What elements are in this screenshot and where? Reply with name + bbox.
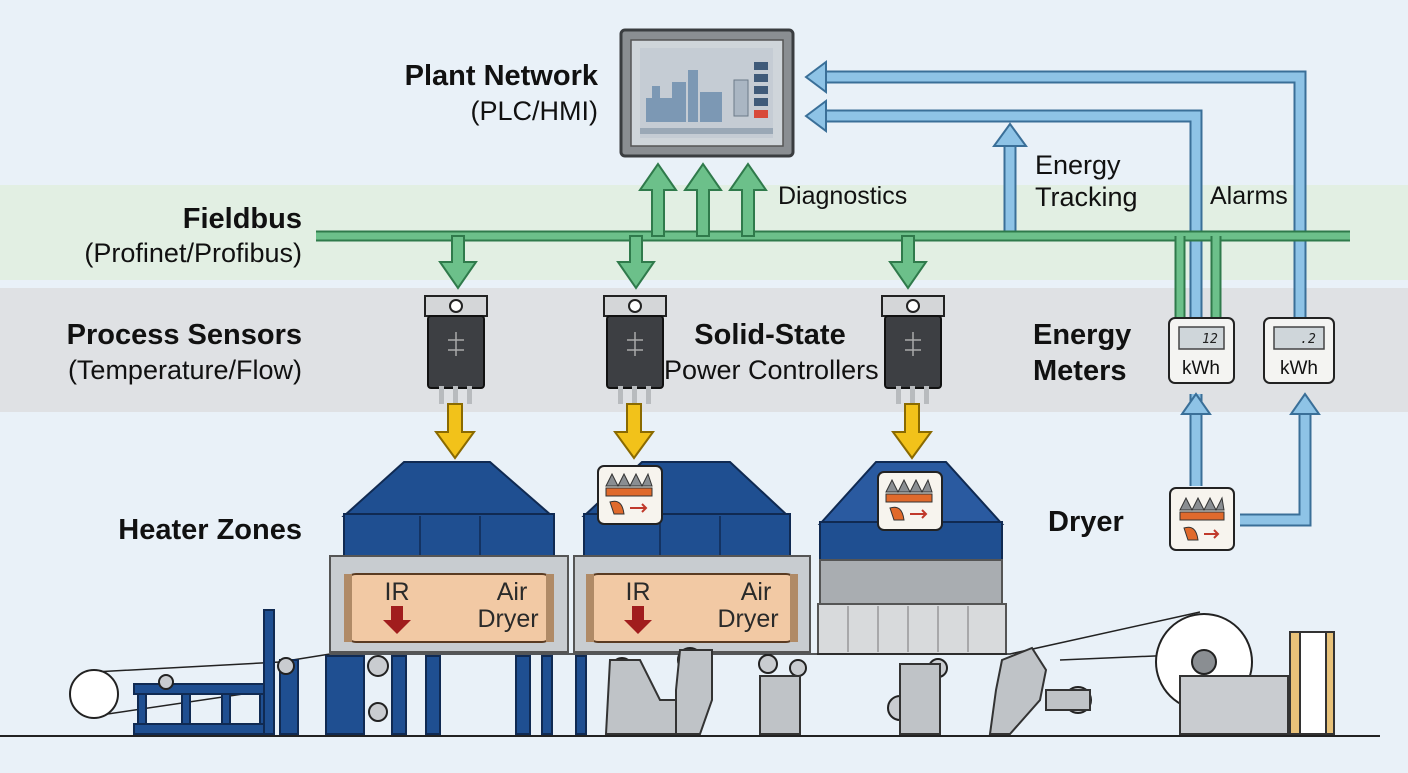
ssr-sub: Power Controllers <box>664 355 879 385</box>
energy-meters-title-line2: Meters <box>1033 355 1127 387</box>
process-sensors-title: Process Sensors <box>66 319 302 351</box>
energy-tracking-label-line1: Energy <box>1035 150 1121 180</box>
support-machinery <box>604 646 1091 735</box>
network-arrowheads <box>804 60 1321 415</box>
zone1-dryer-label: Dryer <box>477 605 538 633</box>
fieldbus-up-arrows <box>638 162 768 237</box>
fieldbus-down-arrows <box>438 235 928 290</box>
plant-network-title: Plant Network <box>404 60 598 92</box>
fieldbus-line <box>316 230 1350 318</box>
diagnostics-label: Diagnostics <box>778 182 908 210</box>
zone2-ir-label: IR <box>626 578 651 606</box>
heater-zone-2 <box>573 461 811 653</box>
heater-zone-3 <box>817 461 1007 655</box>
energy-meters-title-line1: Energy <box>1033 319 1132 351</box>
heater-zone-1 <box>329 461 569 653</box>
plant-network-sub: (PLC/HMI) <box>470 96 599 126</box>
unwind-roll <box>69 669 119 719</box>
energy-tracking-label-line2: Tracking <box>1035 182 1138 212</box>
process-sensors-sub: (Temperature/Flow) <box>67 355 302 385</box>
meter-1-unit: kWh <box>1182 358 1220 379</box>
zone1-ir-label: IR <box>385 578 410 606</box>
zone2-dryer-label: Dryer <box>717 605 778 633</box>
alarms-label: Alarms <box>1210 182 1288 210</box>
heater-zones-label: Heater Zones <box>118 514 302 546</box>
dryer-label: Dryer <box>1048 506 1124 538</box>
ssr-module-1 <box>424 295 488 404</box>
hmi-panel-icon <box>619 28 795 158</box>
dryer-icon <box>1169 487 1235 551</box>
meter-2-reading: .2 <box>1300 332 1316 347</box>
zone2-air-label: Air <box>741 578 772 606</box>
ssr-module-3 <box>881 295 945 404</box>
zone1-air-label: Air <box>497 578 528 606</box>
feeder-machine <box>133 609 587 735</box>
power-arrows <box>434 403 933 460</box>
ssr-title: Solid-State <box>694 319 846 351</box>
rewind-roll <box>1155 613 1335 735</box>
fieldbus-title: Fieldbus <box>182 203 302 235</box>
fieldbus-sub: (Profinet/Profibus) <box>84 238 302 268</box>
energy-meter-2 <box>1263 317 1335 384</box>
meter-2-unit: kWh <box>1280 358 1318 379</box>
ssr-module-2 <box>603 295 667 404</box>
energy-meter-1 <box>1168 317 1235 384</box>
meter-1-reading: 12 <box>1202 332 1218 347</box>
